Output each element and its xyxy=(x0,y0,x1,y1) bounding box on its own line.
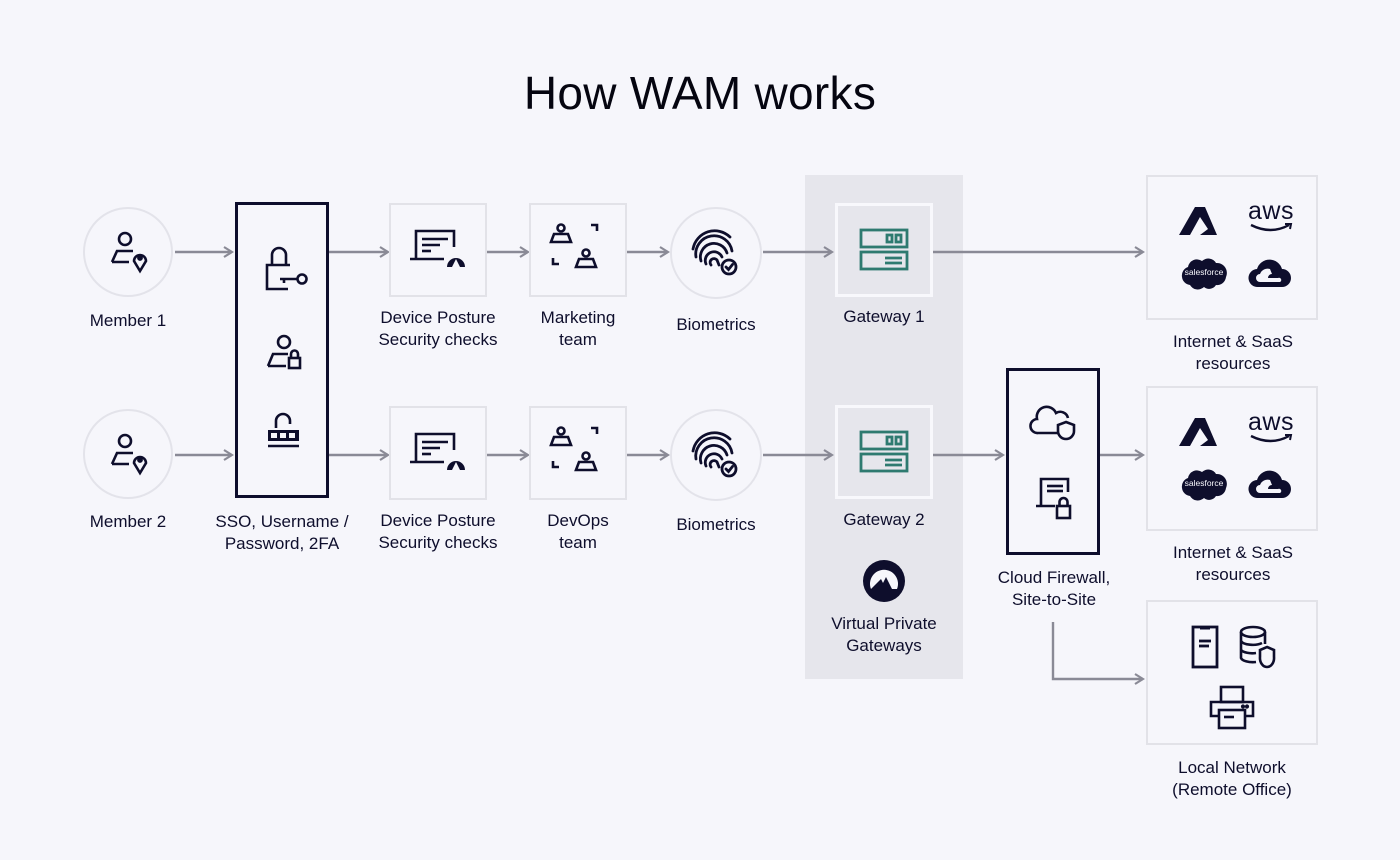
auth-methods-box[interactable] xyxy=(235,202,329,498)
device-posture-node-2[interactable] xyxy=(389,406,487,500)
salesforce-logo-text: salesforce xyxy=(1184,267,1224,277)
server-icon xyxy=(859,228,909,271)
cloud-firewall-box[interactable] xyxy=(1006,368,1100,555)
biometrics-label-2: Biometrics xyxy=(676,515,756,534)
mountain-logo-icon xyxy=(863,560,905,602)
biometrics-node-1[interactable] xyxy=(670,207,762,299)
device-posture-icon xyxy=(410,432,465,470)
auth-label-line2: Password, 2FA xyxy=(224,534,340,553)
marketing-team-label: Marketing team xyxy=(508,307,648,351)
vpg-label-line1: Virtual Private xyxy=(831,614,937,633)
lock-pin-icon xyxy=(268,412,299,448)
azure-logo xyxy=(1178,416,1218,455)
devops-team-label-line2: team xyxy=(559,533,597,552)
devops-team-label: DevOps team xyxy=(508,510,648,554)
device-posture-label-2: Device Posture Security checks xyxy=(363,510,513,554)
internet-saas-label-1: Internet & SaaS resources xyxy=(1148,331,1318,375)
arrow-firewall-to-local-network xyxy=(1051,622,1143,679)
internet-saas-label-1-line2: resources xyxy=(1195,354,1271,373)
internet-saas-resources-node-1[interactable]: aws salesforce xyxy=(1146,175,1318,320)
aws-logo-text: aws xyxy=(1248,408,1294,436)
member-2-node[interactable] xyxy=(83,409,173,499)
gateway-1-label: Gateway 1 xyxy=(843,307,925,326)
member-1-label: Member 1 xyxy=(89,311,167,330)
gateway-2-node[interactable] xyxy=(835,405,933,499)
marketing-team-label-line2: team xyxy=(559,330,597,349)
user-lock-icon xyxy=(266,334,302,370)
cloud-firewall-label: Cloud Firewall, Site-to-Site xyxy=(972,567,1136,611)
printer-icon xyxy=(1209,685,1255,730)
local-network-label-line2: (Remote Office) xyxy=(1172,780,1292,799)
member-2-label: Member 2 xyxy=(89,512,167,531)
marketing-team-node[interactable] xyxy=(529,203,627,297)
database-shield-icon xyxy=(1239,625,1276,669)
biometrics-label-1: Biometrics xyxy=(676,315,756,334)
internet-saas-label-1-line1: Internet & SaaS xyxy=(1172,332,1294,351)
salesforce-logo: salesforce xyxy=(1178,466,1230,502)
device-posture-label-1-line2: Security checks xyxy=(378,330,498,349)
user-location-icon xyxy=(110,231,148,274)
device-posture-icon xyxy=(410,229,465,267)
salesforce-logo: salesforce xyxy=(1178,255,1230,291)
lock-key-icon xyxy=(265,246,308,291)
cloud-firewall-label-line1: Cloud Firewall, xyxy=(997,568,1111,587)
vpg-label-line2: Gateways xyxy=(846,636,922,655)
devops-team-label-line1: DevOps xyxy=(547,511,609,530)
user-location-icon xyxy=(110,433,148,476)
member-1-node[interactable] xyxy=(83,207,173,297)
device-posture-label-1: Device Posture Security checks xyxy=(363,307,513,351)
gateway-2-label: Gateway 2 xyxy=(843,510,925,529)
server-icon xyxy=(859,430,909,473)
azure-logo xyxy=(1178,205,1218,244)
device-posture-node-1[interactable] xyxy=(389,203,487,297)
internet-saas-label-2-line2: resources xyxy=(1195,565,1271,584)
devops-team-node[interactable] xyxy=(529,406,627,500)
biometrics-node-2[interactable] xyxy=(670,409,762,501)
aws-logo: aws xyxy=(1246,410,1296,444)
local-network-label-line1: Local Network xyxy=(1178,758,1286,777)
gateway-1-node[interactable] xyxy=(835,203,933,297)
local-network-node[interactable] xyxy=(1146,600,1318,745)
google-cloud-logo xyxy=(1248,257,1292,294)
internet-saas-label-2-line1: Internet & SaaS xyxy=(1172,543,1294,562)
diagram-title: How WAM works xyxy=(523,67,877,119)
auth-label-line1: SSO, Username / xyxy=(215,512,349,531)
device-lock-icon xyxy=(1036,477,1072,520)
device-posture-label-2-line1: Device Posture xyxy=(380,511,496,530)
google-cloud-logo xyxy=(1248,468,1292,505)
document-icon xyxy=(1191,625,1219,669)
vpg-label: Virtual Private Gateways xyxy=(808,613,960,657)
device-posture-label-2-line2: Security checks xyxy=(378,533,498,552)
team-scan-icon xyxy=(549,223,599,269)
aws-logo: aws xyxy=(1246,199,1296,233)
internet-saas-label-2: Internet & SaaS resources xyxy=(1148,542,1318,586)
fingerprint-check-icon xyxy=(691,229,738,276)
auth-label: SSO, Username / Password, 2FA xyxy=(197,511,367,555)
fingerprint-check-icon xyxy=(691,431,738,478)
internet-saas-resources-node-2[interactable]: aws salesforce xyxy=(1146,386,1318,531)
salesforce-logo-text: salesforce xyxy=(1184,478,1224,488)
cloud-shield-icon xyxy=(1029,405,1076,441)
local-network-label: Local Network (Remote Office) xyxy=(1140,757,1324,801)
cloud-firewall-label-line2: Site-to-Site xyxy=(1011,590,1097,609)
device-posture-label-1-line1: Device Posture xyxy=(380,308,496,327)
team-scan-icon xyxy=(549,426,599,472)
aws-logo-text: aws xyxy=(1248,197,1294,225)
marketing-team-label-line1: Marketing xyxy=(540,308,616,327)
